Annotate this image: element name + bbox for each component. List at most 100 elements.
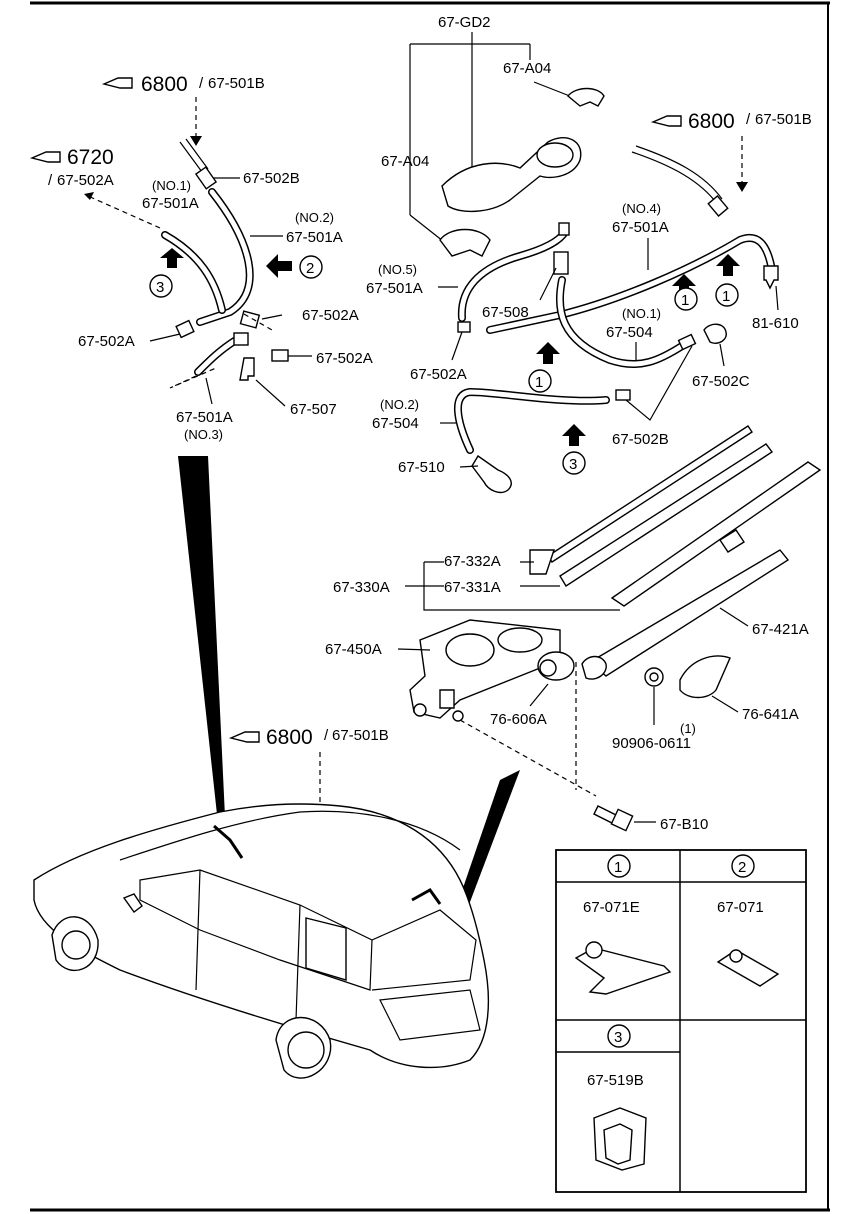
legend-label-67-071E: 67-071E bbox=[583, 899, 640, 916]
label-67-B10: 67-B10 bbox=[660, 816, 708, 833]
pointing-hand-icon bbox=[29, 151, 61, 163]
connector-67-502B bbox=[615, 389, 631, 401]
label-no4: (NO.4) bbox=[622, 201, 661, 216]
label-no1: (NO.1) bbox=[622, 306, 661, 321]
label-67-421A: 67-421A bbox=[752, 621, 809, 638]
clip-legend-table: 1 2 3 67-071E 67-071 67-519B bbox=[555, 849, 807, 1193]
svg-text:/: / bbox=[199, 75, 204, 92]
circle-number bbox=[299, 255, 323, 279]
check-valve-67-508 bbox=[553, 251, 569, 275]
ref-part: 67-501B bbox=[755, 111, 812, 128]
label-67-330A: 67-330A bbox=[333, 579, 390, 596]
wiper-arm-67-421A bbox=[588, 549, 790, 677]
svg-text:1: 1 bbox=[614, 859, 622, 876]
legend-label-67-071: 67-071 bbox=[717, 899, 764, 916]
svg-text:1: 1 bbox=[722, 288, 730, 305]
ref-callout-top-right[interactable]: 6800 / 67-501B bbox=[650, 110, 812, 133]
clip-arrow-3 bbox=[160, 248, 184, 268]
clip-arrow-2 bbox=[266, 254, 292, 278]
label-67-332A: 67-332A bbox=[444, 553, 501, 570]
ref-callout-left[interactable]: 6720 / 67-502A bbox=[29, 146, 114, 189]
label-no2: (NO.2) bbox=[295, 210, 334, 225]
connector-67-502A bbox=[457, 321, 471, 333]
blade-frame-67-330A bbox=[610, 461, 822, 607]
label-67-502B: 67-502B bbox=[612, 431, 669, 448]
label-67-501A: 67-501A bbox=[176, 409, 233, 426]
label-67-504: 67-504 bbox=[606, 324, 653, 341]
hose-67-501A-no1 bbox=[161, 231, 226, 314]
label-67-501A: 67-501A bbox=[612, 219, 669, 236]
svg-text:3: 3 bbox=[614, 1029, 622, 1046]
label-67-502A: 67-502A bbox=[302, 307, 359, 324]
label-67-510: 67-510 bbox=[398, 459, 445, 476]
tee-67-507 bbox=[239, 357, 255, 381]
label-76-606A: 76-606A bbox=[490, 711, 547, 728]
clip-arrow-1 bbox=[716, 254, 740, 276]
nozzle-81-610 bbox=[763, 265, 779, 290]
cap-76-641A bbox=[679, 655, 731, 699]
connector-67-502A bbox=[175, 319, 195, 339]
legend-circle-1 bbox=[607, 854, 631, 878]
clip-arrow-1 bbox=[672, 274, 696, 296]
label-67-501A: 67-501A bbox=[142, 195, 199, 212]
grommet-67-A04 bbox=[439, 228, 491, 257]
legend-circle-2 bbox=[731, 854, 755, 878]
hose-stub bbox=[179, 141, 203, 173]
label-67-502A: 67-502A bbox=[316, 350, 373, 367]
connector-67-502B bbox=[194, 166, 218, 190]
legend-label-67-519B: 67-519B bbox=[587, 1072, 644, 1089]
seal-76-606A bbox=[537, 651, 575, 681]
wiper-motor-67-450A bbox=[409, 619, 561, 722]
label-67-502A: 67-502A bbox=[410, 366, 467, 383]
label-67-A04: 67-A04 bbox=[381, 153, 429, 170]
svg-text:/: / bbox=[324, 727, 329, 744]
svg-text:2: 2 bbox=[306, 260, 314, 277]
label-67-450A: 67-450A bbox=[325, 641, 382, 658]
label-67-331A: 67-331A bbox=[444, 579, 501, 596]
pointing-hand-icon bbox=[101, 77, 133, 89]
left-hose-assembly bbox=[84, 138, 292, 389]
wiper-blade-assembly bbox=[529, 425, 822, 680]
svg-text:3: 3 bbox=[569, 456, 577, 473]
bolt-67-B10 bbox=[593, 805, 634, 832]
dashed-leader bbox=[87, 195, 161, 229]
circle-number bbox=[562, 451, 586, 475]
ref-part: 67-501B bbox=[332, 727, 389, 744]
label-67-501A: 67-501A bbox=[286, 229, 343, 246]
ref-page: 6800 bbox=[141, 73, 188, 96]
circle-number bbox=[715, 283, 739, 307]
svg-text:/: / bbox=[746, 111, 751, 128]
label-67-502B: 67-502B bbox=[243, 170, 300, 187]
label-67-508: 67-508 bbox=[482, 304, 529, 321]
ref-callout-bottom[interactable]: 6800 / 67-501B bbox=[228, 726, 389, 749]
circle-number bbox=[149, 274, 173, 298]
clip-arrow-1 bbox=[536, 342, 560, 364]
legend-circle-3 bbox=[607, 1024, 631, 1048]
connector-67-502B bbox=[677, 333, 697, 351]
connector-67-502C bbox=[703, 323, 727, 344]
clip-67-071E bbox=[574, 947, 672, 995]
label-no3: (NO.3) bbox=[184, 427, 223, 442]
washer-nozzle-67-510 bbox=[471, 454, 512, 494]
arrow-head bbox=[190, 136, 202, 146]
pointing-hand-icon bbox=[650, 115, 682, 127]
svg-text:2: 2 bbox=[738, 859, 746, 876]
ref-page: 6800 bbox=[266, 726, 313, 749]
svg-text:1: 1 bbox=[535, 374, 543, 391]
label-qty: (1) bbox=[680, 721, 696, 736]
minivan-illustration bbox=[33, 803, 490, 1079]
label-81-610: 81-610 bbox=[752, 315, 799, 332]
ref-page: 6800 bbox=[688, 110, 735, 133]
label-no5: (NO.5) bbox=[378, 262, 417, 277]
label-no2: (NO.2) bbox=[380, 397, 419, 412]
label-67-501A: 67-501A bbox=[366, 280, 423, 297]
ref-part: 67-502A bbox=[57, 172, 114, 189]
right-hose-assembly bbox=[453, 145, 779, 494]
circle-number bbox=[528, 369, 552, 393]
label-67-GD2: 67-GD2 bbox=[438, 14, 491, 31]
label-76-641A: 76-641A bbox=[742, 706, 799, 723]
ref-callout-top-left[interactable]: 6800 / 67-501B bbox=[101, 73, 265, 96]
svg-text:1: 1 bbox=[681, 292, 689, 309]
label-67-502A: 67-502A bbox=[78, 333, 135, 350]
